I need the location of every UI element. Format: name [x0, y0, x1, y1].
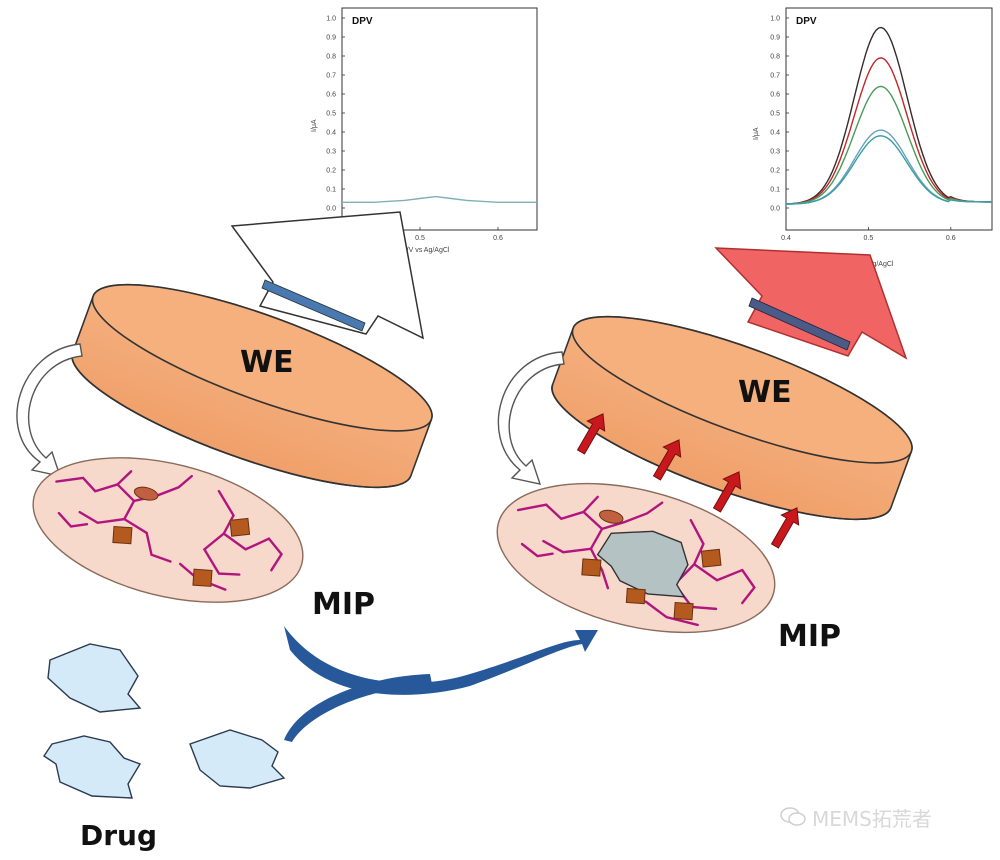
chart-right-title: DPV — [796, 16, 817, 27]
y-tick-label: 0.5 — [326, 111, 336, 118]
y-tick-label: 0.8 — [326, 54, 336, 61]
x-tick-label: 0.5 — [864, 235, 874, 242]
y-tick-label: 0.4 — [326, 130, 336, 137]
mip-label-right: MIP — [778, 619, 841, 654]
y-tick-label: 0.4 — [770, 130, 780, 137]
curved-arrow-left — [16, 343, 83, 477]
y-tick-label: 0.1 — [326, 187, 336, 194]
x-tick-label: 0.5 — [415, 235, 425, 242]
chart-right-yticks: 0.0 0.1 0.2 0.3 0.4 0.5 0.6 0.7 0.8 0.9 1.0 — [770, 16, 789, 213]
drug-molecules — [43, 643, 286, 799]
drug-molecule — [189, 729, 286, 789]
y-tick-label: 0.3 — [326, 149, 336, 156]
working-electrode-right — [551, 315, 913, 521]
chart-left-title: DPV — [352, 16, 373, 27]
working-electrode-left — [71, 283, 433, 489]
chart-left-ylabel: I/μA — [311, 119, 318, 132]
force-arrow — [576, 413, 606, 455]
signal-force-arrows — [576, 413, 800, 549]
templates-left — [112, 486, 251, 587]
x-tick-label: 0.6 — [946, 235, 956, 242]
drug-molecule — [47, 643, 142, 713]
dpv-chart-left: DPV 0.0 0.1 0.2 0.3 0.4 0.5 0.6 0.7 0.8 0.9 1.0 0.… — [311, 7, 538, 254]
wechat-icon — [780, 806, 806, 828]
chart-left-xlabel: E/V vs Ag/AgCl — [402, 247, 450, 254]
y-tick-label: 0.0 — [326, 206, 336, 213]
watermark-text: MEMS拓荒者 — [812, 806, 932, 831]
y-tick-label: 0.2 — [326, 168, 336, 175]
chart-series-line-1 — [342, 195, 537, 203]
y-tick-label: 0.9 — [326, 35, 336, 42]
force-arrow — [770, 507, 800, 549]
y-tick-label: 0.9 — [770, 35, 780, 42]
signal-arrow-right — [714, 247, 908, 360]
chart-left-series — [342, 195, 537, 203]
chart-left-yticks: 0.0 0.1 0.2 0.3 0.4 0.5 0.6 0.7 0.8 0.9 1.0 — [326, 16, 345, 213]
mip-layer-right — [496, 482, 776, 634]
binding-flow-arrow — [284, 626, 598, 742]
y-tick-label: 0.1 — [770, 187, 780, 194]
y-tick-label: 0.7 — [770, 73, 780, 80]
signal-arrow-left — [230, 211, 425, 340]
y-tick-label: 0.6 — [326, 92, 336, 99]
x-tick-label: 0.6 — [493, 235, 503, 242]
chart-right-xticks: 0.4 0.5 0.6 — [781, 227, 956, 242]
y-tick-label: 1.0 — [326, 16, 336, 23]
y-tick-label: 0.0 — [770, 206, 780, 213]
y-tick-label: 0.7 — [326, 73, 336, 80]
force-arrow — [652, 439, 682, 481]
watermark: MEMS拓荒者 — [780, 802, 932, 832]
y-tick-label: 0.5 — [770, 111, 780, 118]
x-tick-label: 0.4 — [781, 235, 791, 242]
y-tick-label: 0.3 — [770, 149, 780, 156]
y-tick-label: 0.6 — [770, 92, 780, 99]
chart-series-line-5 — [785, 135, 992, 205]
templates-right — [581, 509, 722, 621]
y-tick-label: 1.0 — [770, 16, 780, 23]
drug-label: Drug — [80, 819, 157, 852]
bound-drug-molecule — [596, 530, 689, 598]
y-tick-label: 0.8 — [770, 54, 780, 61]
force-arrow — [712, 471, 742, 513]
chart-left-frame — [341, 7, 538, 231]
dpv-chart-right: DPV 0.0 0.1 0.2 0.3 0.4 0.5 0.6 0.7 0.8 0.9 1.0 0.… — [753, 7, 993, 268]
chart-right-ylabel: I/μA — [753, 127, 760, 140]
mip-layer-left — [32, 457, 304, 603]
y-tick-label: 0.2 — [770, 168, 780, 175]
we-label-left: WE — [240, 345, 294, 380]
drug-molecule — [43, 735, 142, 799]
mip-label-left: MIP — [312, 587, 375, 622]
curved-arrow-right — [497, 351, 565, 485]
we-label-right: WE — [738, 375, 792, 410]
chart-right-series — [785, 26, 992, 205]
